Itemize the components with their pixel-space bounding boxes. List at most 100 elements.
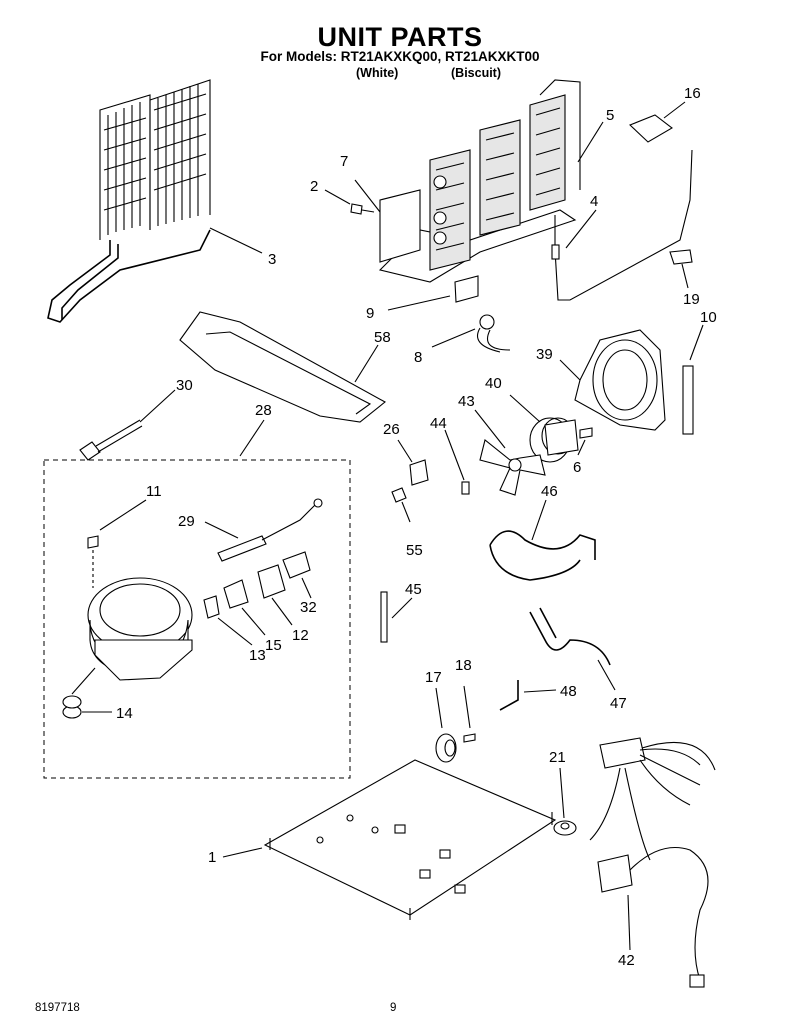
grommet-14-drawing	[62, 667, 96, 719]
callout-16: 16	[684, 85, 701, 102]
leader-1	[222, 847, 263, 858]
leader-12	[271, 597, 293, 626]
callout-47: 47	[610, 695, 627, 712]
leader-29	[204, 521, 239, 539]
callout-26: 26	[383, 421, 400, 438]
leader-45	[391, 597, 413, 619]
leader-10	[689, 324, 704, 361]
compressor-drawing	[87, 577, 193, 681]
leader-42	[627, 894, 631, 951]
drain-trough-58-drawing	[179, 311, 386, 423]
callout-30: 30	[176, 377, 193, 394]
callout-28: 28	[255, 402, 272, 419]
leader-28	[239, 419, 265, 457]
fan-motor-40-drawing	[529, 417, 579, 463]
cover-15-drawing	[223, 579, 249, 609]
fan-shroud-39-drawing	[574, 329, 666, 431]
screw-11-drawing	[87, 535, 99, 549]
callout-6: 6	[573, 459, 581, 476]
condenser-coil-drawing	[47, 79, 211, 323]
leader-44	[444, 429, 465, 481]
callout-4: 4	[590, 193, 598, 210]
callout-32: 32	[300, 599, 317, 616]
bracket-9-drawing	[454, 275, 479, 303]
leader-21	[559, 767, 565, 819]
screw-55-drawing	[391, 487, 407, 503]
pin-48-drawing	[499, 680, 519, 711]
callout-18: 18	[455, 657, 472, 674]
leader-11	[99, 499, 147, 531]
callout-21: 21	[549, 749, 566, 766]
callout-40: 40	[485, 375, 502, 392]
plug-8-drawing	[476, 314, 511, 353]
callout-39: 39	[536, 346, 553, 363]
leader-16	[663, 101, 686, 119]
leader-9	[387, 295, 451, 311]
roller-17-drawing	[435, 733, 457, 763]
page-title: UNIT PARTS	[317, 22, 483, 52]
doc-number: 8197718	[35, 1002, 80, 1014]
callout-7: 7	[340, 153, 348, 170]
variant-biscuit-label: (Biscuit)	[451, 66, 501, 80]
filter-drier-29-drawing	[217, 498, 323, 562]
leader-8	[431, 328, 476, 348]
thermistor-30-drawing	[79, 419, 143, 461]
leader-6	[577, 439, 586, 456]
leader-30	[139, 389, 176, 423]
nut-21-drawing	[553, 820, 577, 836]
leader-13	[217, 617, 253, 646]
callout-48: 48	[560, 683, 577, 700]
leader-4	[565, 209, 597, 249]
callout-11: 11	[146, 483, 162, 500]
callout-2: 2	[310, 178, 318, 195]
callout-1: 1	[208, 849, 216, 866]
tube-47-drawing	[529, 607, 611, 666]
screw-2-drawing	[350, 203, 375, 215]
leader-3	[209, 227, 263, 254]
callout-14: 14	[116, 705, 133, 722]
callout-13: 13	[249, 647, 266, 664]
gasket-strip-10-drawing	[682, 365, 694, 435]
page-number: 9	[390, 1002, 397, 1014]
compressor-group-box	[43, 459, 351, 779]
leader-7	[354, 179, 381, 213]
thermostat-4-drawing	[551, 244, 560, 260]
callout-29: 29	[178, 513, 195, 530]
leader-58	[354, 344, 379, 383]
clip-19-drawing	[669, 249, 693, 265]
leader-5	[577, 121, 604, 163]
callout-44: 44	[430, 415, 447, 432]
overload-12-drawing	[257, 564, 286, 599]
wiring-harness-42-drawing	[589, 737, 716, 988]
screw-6-drawing	[579, 427, 593, 439]
cap-16-drawing	[628, 114, 673, 143]
callout-45: 45	[405, 581, 422, 598]
clip-44-drawing	[461, 481, 470, 495]
callout-17: 17	[425, 669, 442, 686]
callout-9: 9	[366, 305, 374, 322]
callout-55: 55	[406, 542, 423, 559]
variant-white-label: (White)	[356, 66, 399, 80]
callout-42: 42	[618, 952, 635, 969]
callout-58: 58	[374, 329, 391, 346]
clip-13-drawing	[203, 595, 220, 619]
evaporator-assembly-drawing	[378, 79, 581, 283]
leader-40	[509, 394, 541, 423]
leader-55	[401, 501, 411, 523]
callout-8: 8	[414, 349, 422, 366]
callout-10: 10	[700, 309, 717, 326]
fan-blade-43-drawing	[479, 439, 546, 496]
models-subtitle: For Models: RT21AKXKQ00, RT21AKXKT00	[260, 49, 540, 64]
callout-5: 5	[606, 107, 614, 124]
relay-32-drawing	[282, 551, 311, 579]
callout-46: 46	[541, 483, 558, 500]
callout-3: 3	[268, 251, 276, 268]
leader-26	[397, 439, 413, 463]
pin-45-drawing	[380, 591, 388, 643]
callout-15: 15	[265, 637, 282, 654]
leader-47	[597, 659, 616, 691]
drain-tube-46-drawing	[489, 530, 596, 581]
leader-17	[435, 687, 443, 729]
leader-18	[463, 685, 471, 729]
